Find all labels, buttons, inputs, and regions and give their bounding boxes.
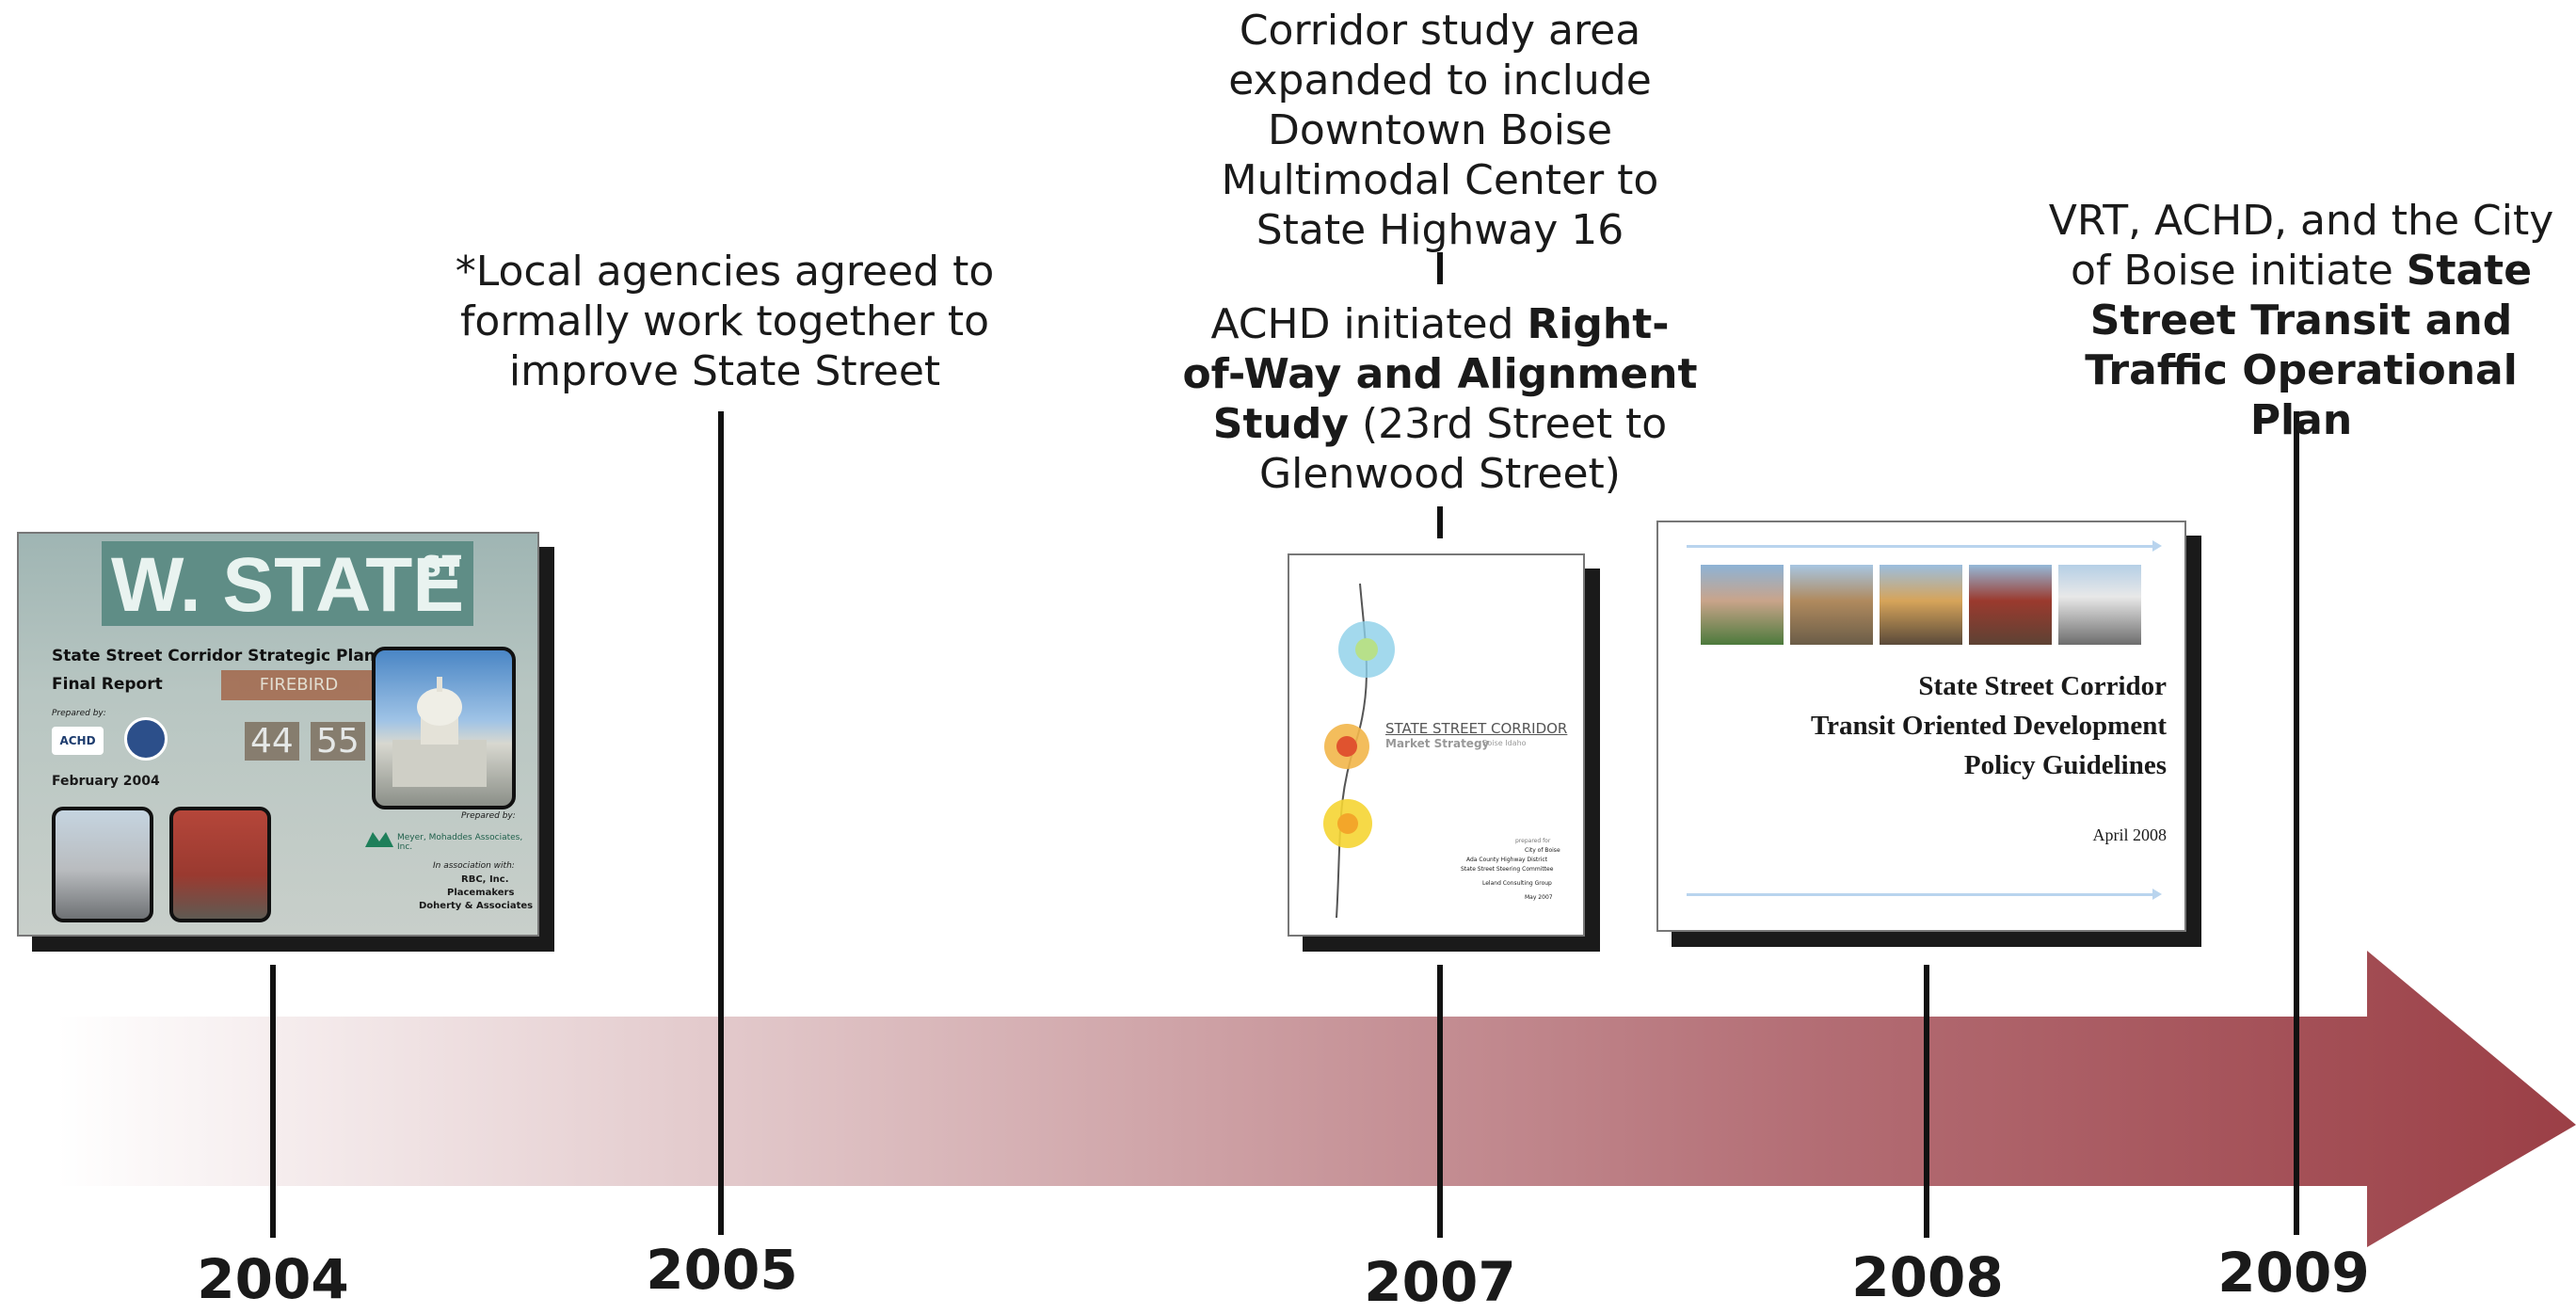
doc-2008-cover: State Street Corridor Transit Oriented D… — [1656, 521, 2186, 932]
doc-2007-cover: STATE STREET CORRIDOR Market Strategy Bo… — [1288, 553, 1585, 937]
doc-2007-date: May 2007 — [1525, 894, 1553, 901]
year-line-2009 — [2294, 411, 2299, 1235]
doc-2008-photo-2 — [1790, 565, 1873, 645]
doc-2007-org-1: City of Boise — [1525, 847, 1560, 854]
event-2007-post: (23rd Street to Glenwood Street) — [1259, 400, 1668, 498]
doc-2004-firebird-text: FIREBIRD — [259, 675, 339, 695]
doc-2004-building-photo — [169, 807, 271, 922]
doc-2004-title: State Street Corridor Strategic Plan Stu… — [52, 647, 434, 665]
event-2009-plan-title: State Street Transit and Traffic Operati… — [2085, 247, 2533, 444]
doc-2008-date: April 2008 — [2092, 825, 2168, 844]
doc-2004-sign-suffix: ST — [422, 551, 462, 584]
doc-2008-top-rule-arrow — [2152, 540, 2162, 552]
event-2005-text: *Local agencies agreed to formally work … — [455, 248, 995, 395]
event-2009-pre: VRT, ACHD, and the City of Boise initiat… — [2048, 197, 2554, 295]
year-label-2004: 2004 — [197, 1247, 349, 1311]
doc-2007-consultant: Leland Consulting Group — [1482, 880, 1552, 887]
event-2007-expansion-text: Corridor study area expanded to include … — [1221, 7, 1659, 254]
doc-2008-title-line-2: Transit Oriented Development — [1810, 711, 2167, 741]
doc-2008-photo-4 — [1969, 565, 2052, 645]
doc-2007-prepared-label: prepared for — [1515, 838, 1551, 844]
doc-2004-cover: W. STATE ST State Street Corridor Strate… — [17, 532, 539, 937]
doc-2004-route-55: 55 — [311, 722, 365, 761]
year-label-2005: 2005 — [646, 1238, 798, 1302]
event-2007-row-study-text: ACHD initiated Right-of-Way and Alignmen… — [1181, 299, 1699, 499]
doc-2004-capitol-photo — [372, 647, 516, 809]
doc-2004-route-44: 44 — [245, 722, 299, 761]
doc-2008-bottom-rule — [1687, 893, 2157, 896]
doc-2004-bus-stop-photo — [52, 807, 153, 922]
event-2009-text: VRT, ACHD, and the City of Boise initiat… — [2038, 196, 2565, 445]
doc-2008-photo-5-bus — [2058, 565, 2141, 645]
year-line-2007 — [1437, 965, 1443, 1238]
year-label-2009: 2009 — [2217, 1241, 2370, 1305]
year-line-2004 — [270, 965, 276, 1238]
doc-2008-top-rule — [1687, 545, 2157, 548]
doc-2008-title-line-3: Policy Guidelines — [1963, 750, 2167, 780]
doc-2004-firm-name: Meyer, Mohaddes Associates, Inc. — [397, 833, 523, 852]
doc-2008-title-line-1: State Street Corridor — [1918, 671, 2167, 701]
doc-2004-prepared-label: Prepared by: — [52, 709, 106, 718]
event-2007-pre: ACHD initiated — [1210, 300, 1528, 348]
event-2007-study-title: Right-of-Way and Alignment Study — [1182, 300, 1698, 448]
doc-2004-assoc-3: Doherty & Associates — [419, 901, 534, 911]
year-line-2008 — [1924, 965, 1929, 1238]
year-line-2005 — [718, 411, 724, 1235]
doc-2004-date: February 2004 — [52, 774, 160, 789]
doc-2007-org-2: Ada County Highway District — [1466, 857, 1548, 863]
doc-2008-bottom-rule-arrow — [2152, 889, 2162, 900]
doc-2007-subtitle-right: Boise Idaho — [1482, 739, 1527, 747]
doc-2004-assoc-1: RBC, Inc. — [461, 874, 509, 885]
capitol-dome-icon — [392, 677, 487, 787]
doc-2007-subtitle: Market Strategy — [1385, 737, 1490, 750]
doc-2004-subtitle: Final Report — [52, 675, 163, 694]
year-label-2008: 2008 — [1851, 1245, 2004, 1309]
doc-2004-street-sign: W. STATE ST — [102, 541, 473, 628]
doc-2004-assoc-2: Placemakers — [447, 888, 515, 898]
doc-2004-firebird-sign: FIREBIRD — [221, 670, 376, 700]
doc-2008-photo-3 — [1880, 565, 1962, 645]
doc-2004-prepared-label-2: Prepared by: — [461, 811, 516, 821]
doc-2004-achd-logo-text: ACHD — [59, 734, 96, 747]
doc-2008-photo-1 — [1701, 565, 1784, 645]
doc-2004-seal-icon — [124, 717, 168, 761]
year-label-2007: 2007 — [1364, 1250, 1516, 1314]
doc-2004-assoc-label: In association with: — [433, 861, 515, 871]
doc-2004-achd-logo: ACHD — [52, 727, 104, 755]
doc-2007-org-3: State Street Steering Committee — [1461, 866, 1554, 873]
year-line-2007-connector-top — [1437, 252, 1443, 284]
doc-2004-sign-main: W. STATE — [111, 542, 465, 628]
doc-2004-firm-logo-icon — [365, 830, 393, 847]
doc-2007-corridor-graphic — [1323, 583, 1395, 919]
year-line-2007-connector-mid — [1437, 506, 1443, 538]
doc-2007-title: STATE STREET CORRIDOR — [1385, 720, 1568, 737]
